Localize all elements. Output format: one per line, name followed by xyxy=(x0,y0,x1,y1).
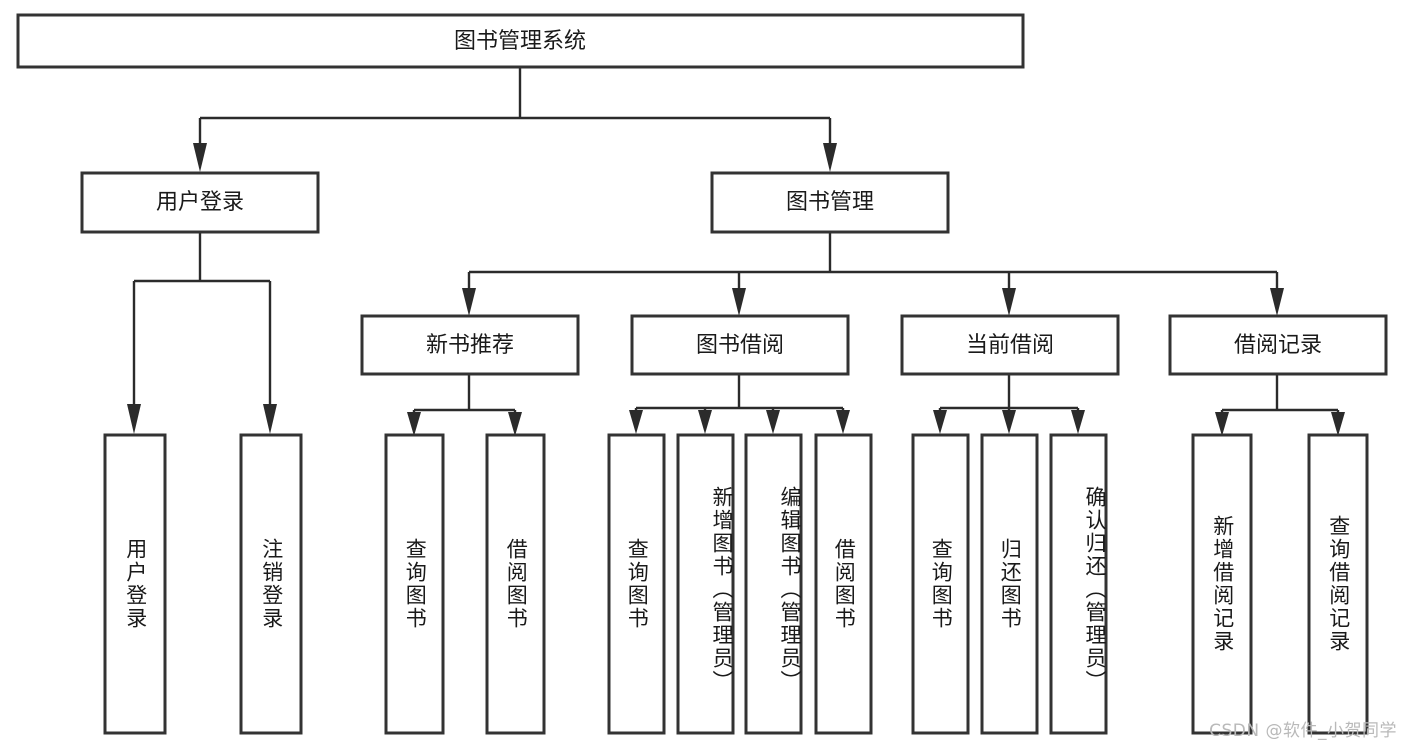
node-label: 当前借阅 xyxy=(966,333,1054,358)
arrow-head-icon xyxy=(823,143,837,172)
arrow-head-icon xyxy=(1071,410,1085,434)
leaf-box-edit-book-admin[interactable] xyxy=(744,433,803,735)
node-label: 借阅记录 xyxy=(1234,333,1322,358)
leaf-box-logout-login[interactable] xyxy=(239,433,303,735)
node-label: 新书推荐 xyxy=(426,333,514,358)
leaf-box-borrow-book[interactable] xyxy=(814,433,873,735)
connectors-newbook-to-leaves xyxy=(407,374,522,436)
node-current-borrow[interactable]: 当前借阅 xyxy=(900,314,1120,376)
connectors-userlogin-to-leaves xyxy=(127,232,277,434)
node-box[interactable] xyxy=(710,171,950,234)
connectors-bookmgmt-to-level3 xyxy=(462,232,1284,316)
connectors-bookborrow-to-leaves xyxy=(629,374,850,434)
node-label: 用户登录 xyxy=(156,190,244,215)
leaf-box-user-login[interactable] xyxy=(103,433,167,735)
connectors-root-to-level2 xyxy=(193,67,837,172)
node-label: 图书借阅 xyxy=(696,333,784,358)
arrow-head-icon xyxy=(933,410,947,434)
node-label: 图书管理系统 xyxy=(454,29,586,54)
node-box[interactable] xyxy=(630,314,850,376)
arrow-head-icon xyxy=(1002,410,1016,434)
leaf-box-query-book[interactable] xyxy=(384,433,445,735)
arrow-head-icon xyxy=(836,410,850,434)
node-box[interactable] xyxy=(16,13,1025,69)
leaf-group-user-login xyxy=(103,433,303,735)
leaf-box-query-book[interactable] xyxy=(607,433,666,735)
node-book-borrow[interactable]: 图书借阅 xyxy=(630,314,850,376)
node-box[interactable] xyxy=(1168,314,1388,376)
node-box[interactable] xyxy=(900,314,1120,376)
node-box[interactable] xyxy=(80,171,320,234)
arrow-head-icon xyxy=(193,143,207,172)
node-book-management[interactable]: 图书管理 xyxy=(710,171,950,234)
node-borrow-record[interactable]: 借阅记录 xyxy=(1168,314,1388,376)
arrow-head-icon xyxy=(698,410,712,434)
arrow-head-icon xyxy=(1270,288,1284,316)
arrow-head-icon xyxy=(732,288,746,316)
leaf-box-confirm-return-admin[interactable] xyxy=(1049,433,1108,735)
leaf-box-query-book[interactable] xyxy=(911,433,970,735)
node-user-login[interactable]: 用户登录 xyxy=(80,171,320,234)
leaf-box-add-book-admin[interactable] xyxy=(676,433,735,735)
connectors-borrowrecord-to-leaves xyxy=(1215,374,1345,436)
leaf-box-add-borrow-record[interactable] xyxy=(1191,433,1253,735)
arrow-head-icon xyxy=(263,404,277,434)
arrow-head-icon xyxy=(127,404,141,434)
arrow-head-icon xyxy=(1331,412,1345,436)
leaf-box-borrow-book[interactable] xyxy=(485,433,546,735)
node-label: 图书管理 xyxy=(786,190,874,215)
arrow-head-icon xyxy=(508,412,522,436)
leaf-group-new-book-recommend xyxy=(384,433,546,735)
arrow-head-icon xyxy=(462,288,476,316)
leaf-group-borrow-record xyxy=(1191,433,1369,735)
arrow-head-icon xyxy=(407,412,421,436)
csdn-watermark: CSDN @软件_小贺同学 xyxy=(1209,721,1397,741)
arrow-head-icon xyxy=(766,410,780,434)
connectors-currentborrow-to-leaves xyxy=(933,374,1085,434)
node-root-book-management-system[interactable]: 图书管理系统 xyxy=(16,13,1025,69)
leaf-box-return-book[interactable] xyxy=(980,433,1039,735)
arrow-head-icon xyxy=(1002,288,1016,316)
leaf-group-book-borrow xyxy=(607,433,873,735)
arrow-head-icon xyxy=(1215,412,1229,436)
node-box[interactable] xyxy=(360,314,580,376)
arrow-head-icon xyxy=(629,410,643,434)
node-new-book-recommend[interactable]: 新书推荐 xyxy=(360,314,580,376)
leaf-group-current-borrow xyxy=(911,433,1108,735)
leaf-box-query-borrow-record[interactable] xyxy=(1307,433,1369,735)
